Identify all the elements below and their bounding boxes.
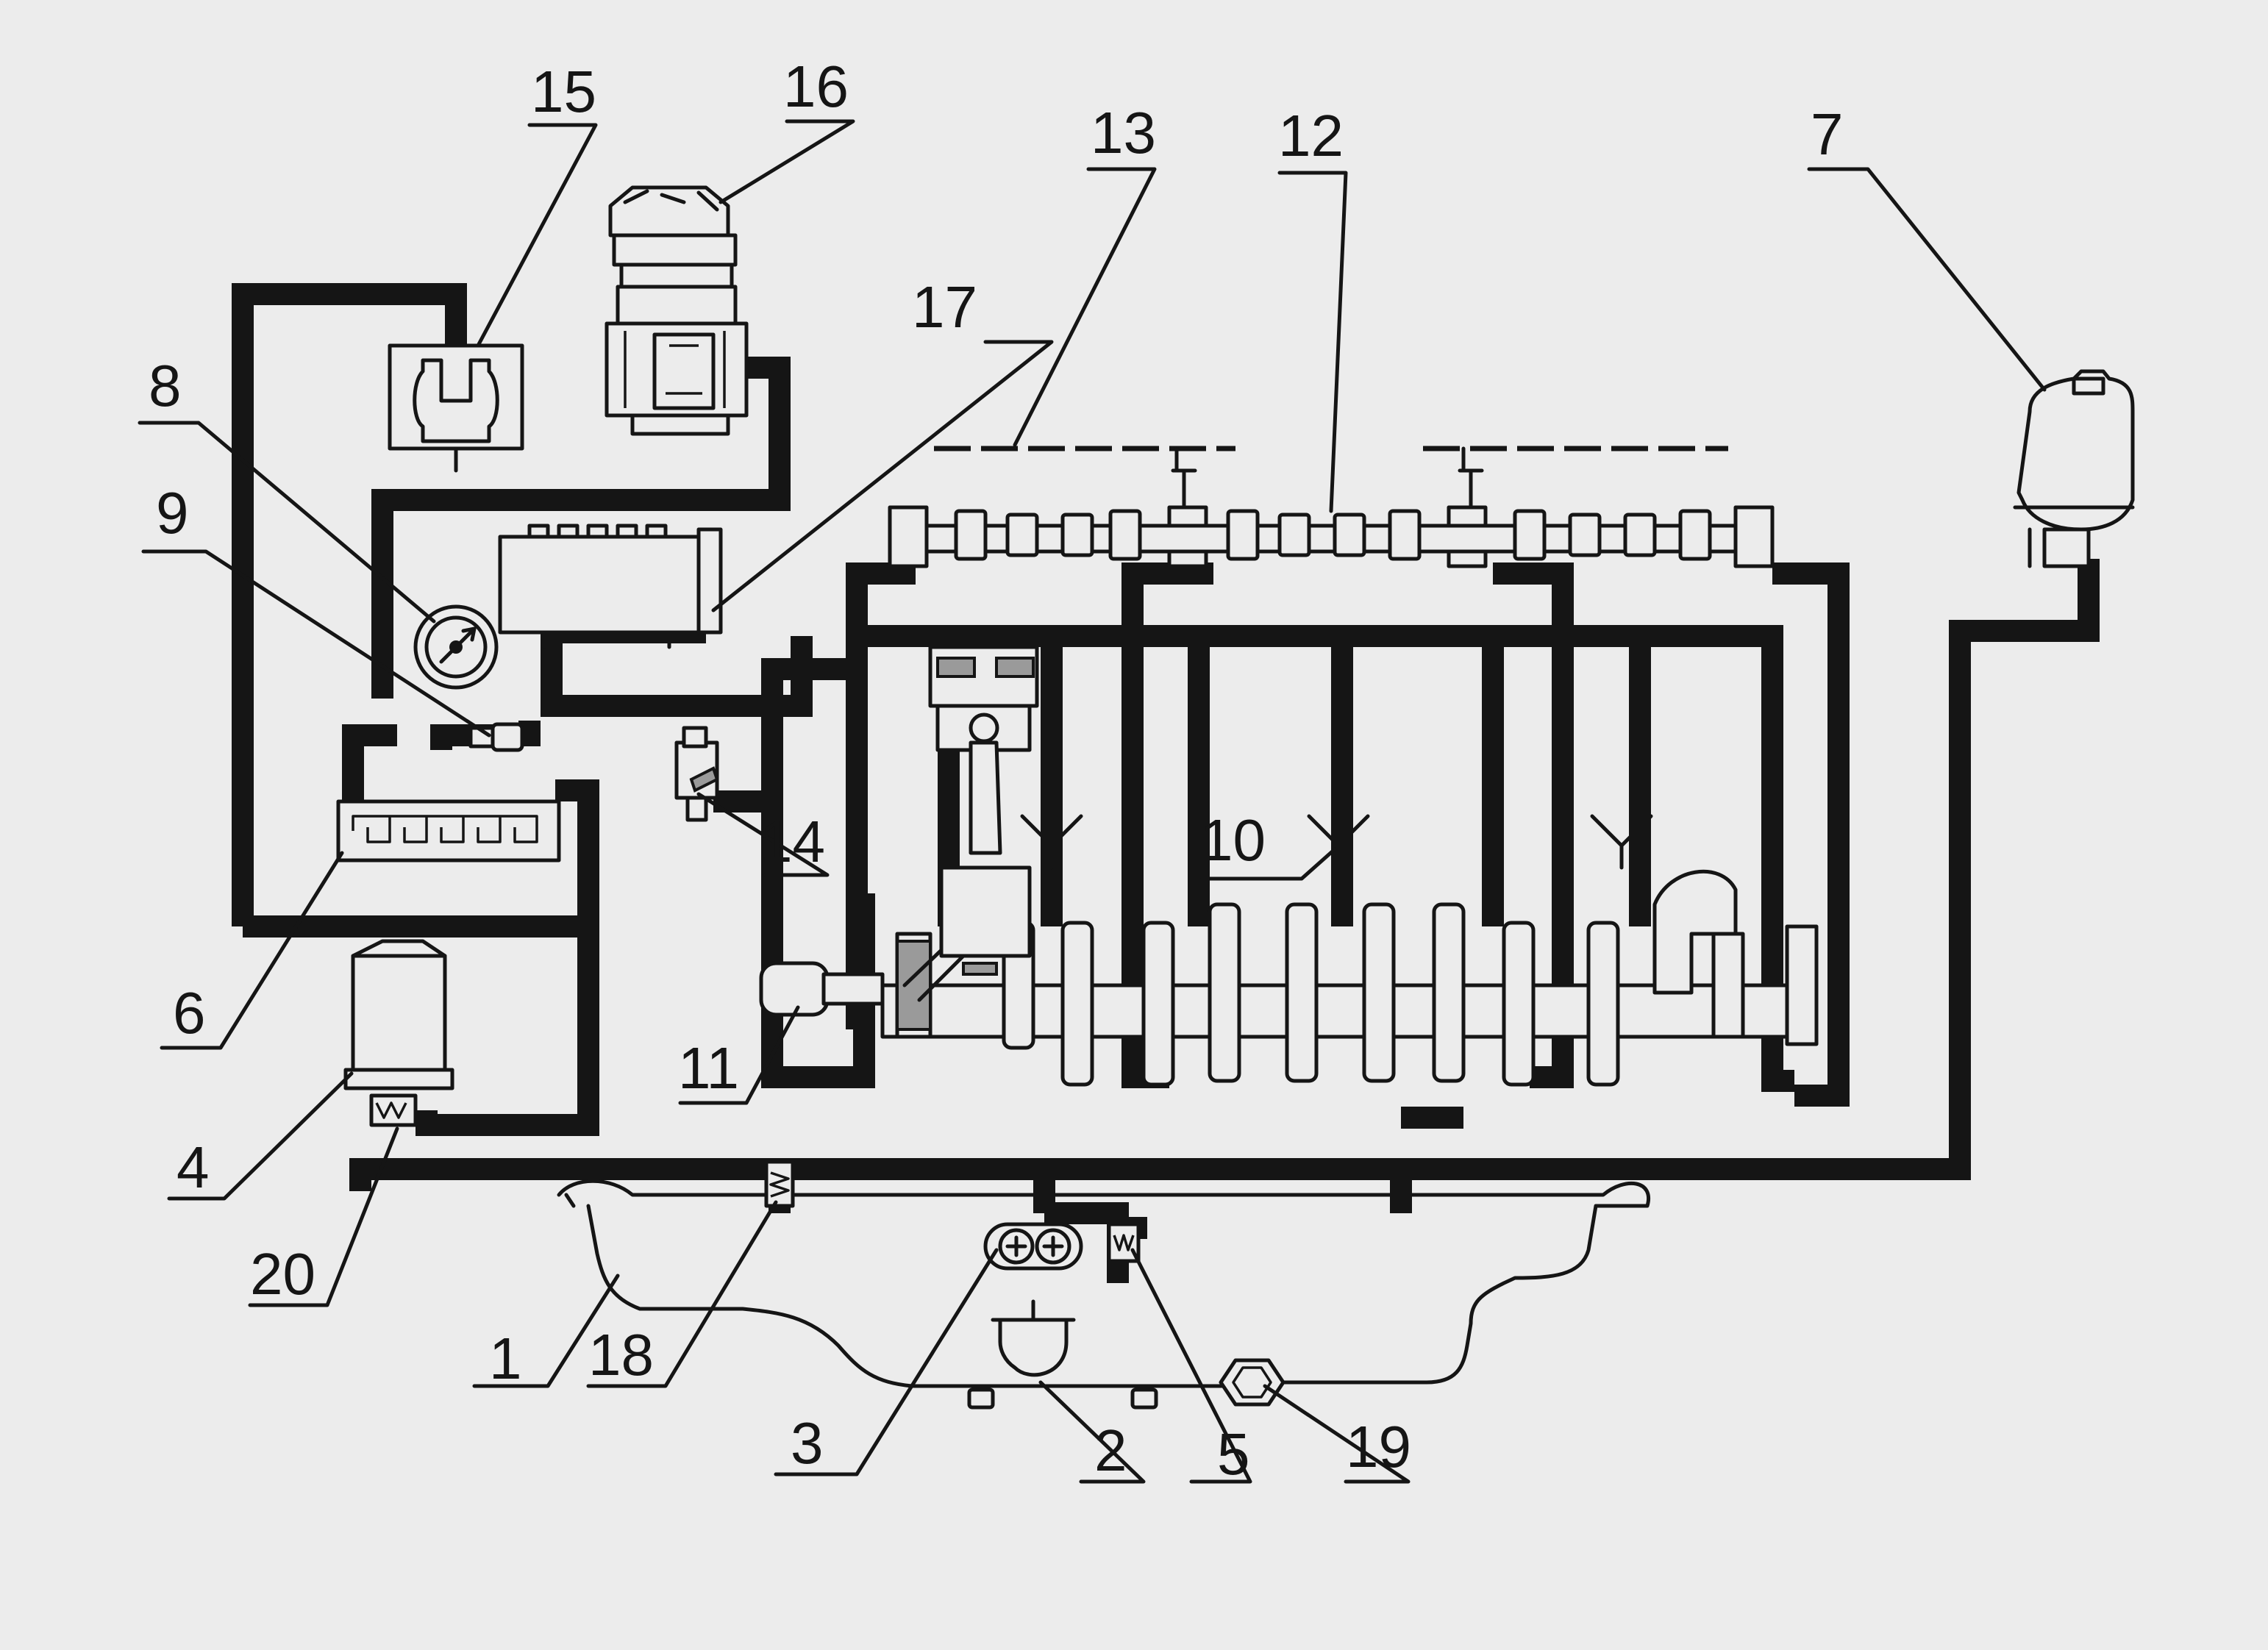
- air-compressor: [605, 185, 749, 436]
- bypass-valve: [764, 1160, 795, 1208]
- callout-14: 14: [760, 809, 825, 874]
- callout-13: 13: [1091, 100, 1156, 165]
- callout-16: 16: [783, 54, 849, 119]
- callout-4: 4: [176, 1135, 210, 1200]
- filter-bypass-valve: [369, 1093, 418, 1127]
- fuel-injection-pump: [498, 524, 723, 649]
- callout-9: 9: [156, 480, 189, 546]
- callout-5: 5: [1217, 1421, 1250, 1487]
- callout-6: 6: [173, 980, 206, 1046]
- oil-filter: [343, 939, 454, 1090]
- oil-jets: [1020, 814, 1653, 870]
- callout-12: 12: [1278, 103, 1344, 168]
- piston-and-connecting-rod: [928, 645, 1039, 976]
- callout-10: 10: [1200, 807, 1266, 873]
- callout-3: 3: [791, 1410, 824, 1476]
- callout-7: 7: [1811, 101, 1844, 167]
- piston-cooling-nozzle: [674, 726, 719, 822]
- oil-sump: [557, 1179, 1651, 1410]
- callout-15: 15: [531, 59, 596, 124]
- oil-pump-gears: [983, 1222, 1083, 1271]
- drain-plug: [1219, 1358, 1285, 1407]
- crankshaft: [759, 869, 1819, 1087]
- callout-19: 19: [1346, 1414, 1411, 1479]
- callout-17: 17: [912, 274, 977, 340]
- oil-intake-strainer: [991, 1299, 1076, 1377]
- callout-2: 2: [1094, 1418, 1127, 1483]
- callout-8: 8: [149, 353, 182, 418]
- rocker-arm-shaft: [934, 446, 1728, 473]
- oil-pressure-gauge: [413, 604, 499, 690]
- oil-pressure-sensor: [468, 722, 524, 752]
- callout-labels: 1 2 3 4 5 6 7 8 9 10 11 12 13 14 15 16 1…: [149, 54, 1844, 1487]
- oil-cooler: [336, 799, 561, 863]
- centrifugal-filter: [2013, 369, 2135, 568]
- callout-18: 18: [588, 1322, 654, 1388]
- callout-1: 1: [489, 1326, 522, 1391]
- turbocharger: [388, 343, 524, 473]
- callout-11: 11: [678, 1035, 739, 1101]
- camshaft: [888, 468, 1775, 568]
- leader-lines: [138, 119, 2047, 1484]
- callout-20: 20: [250, 1241, 315, 1307]
